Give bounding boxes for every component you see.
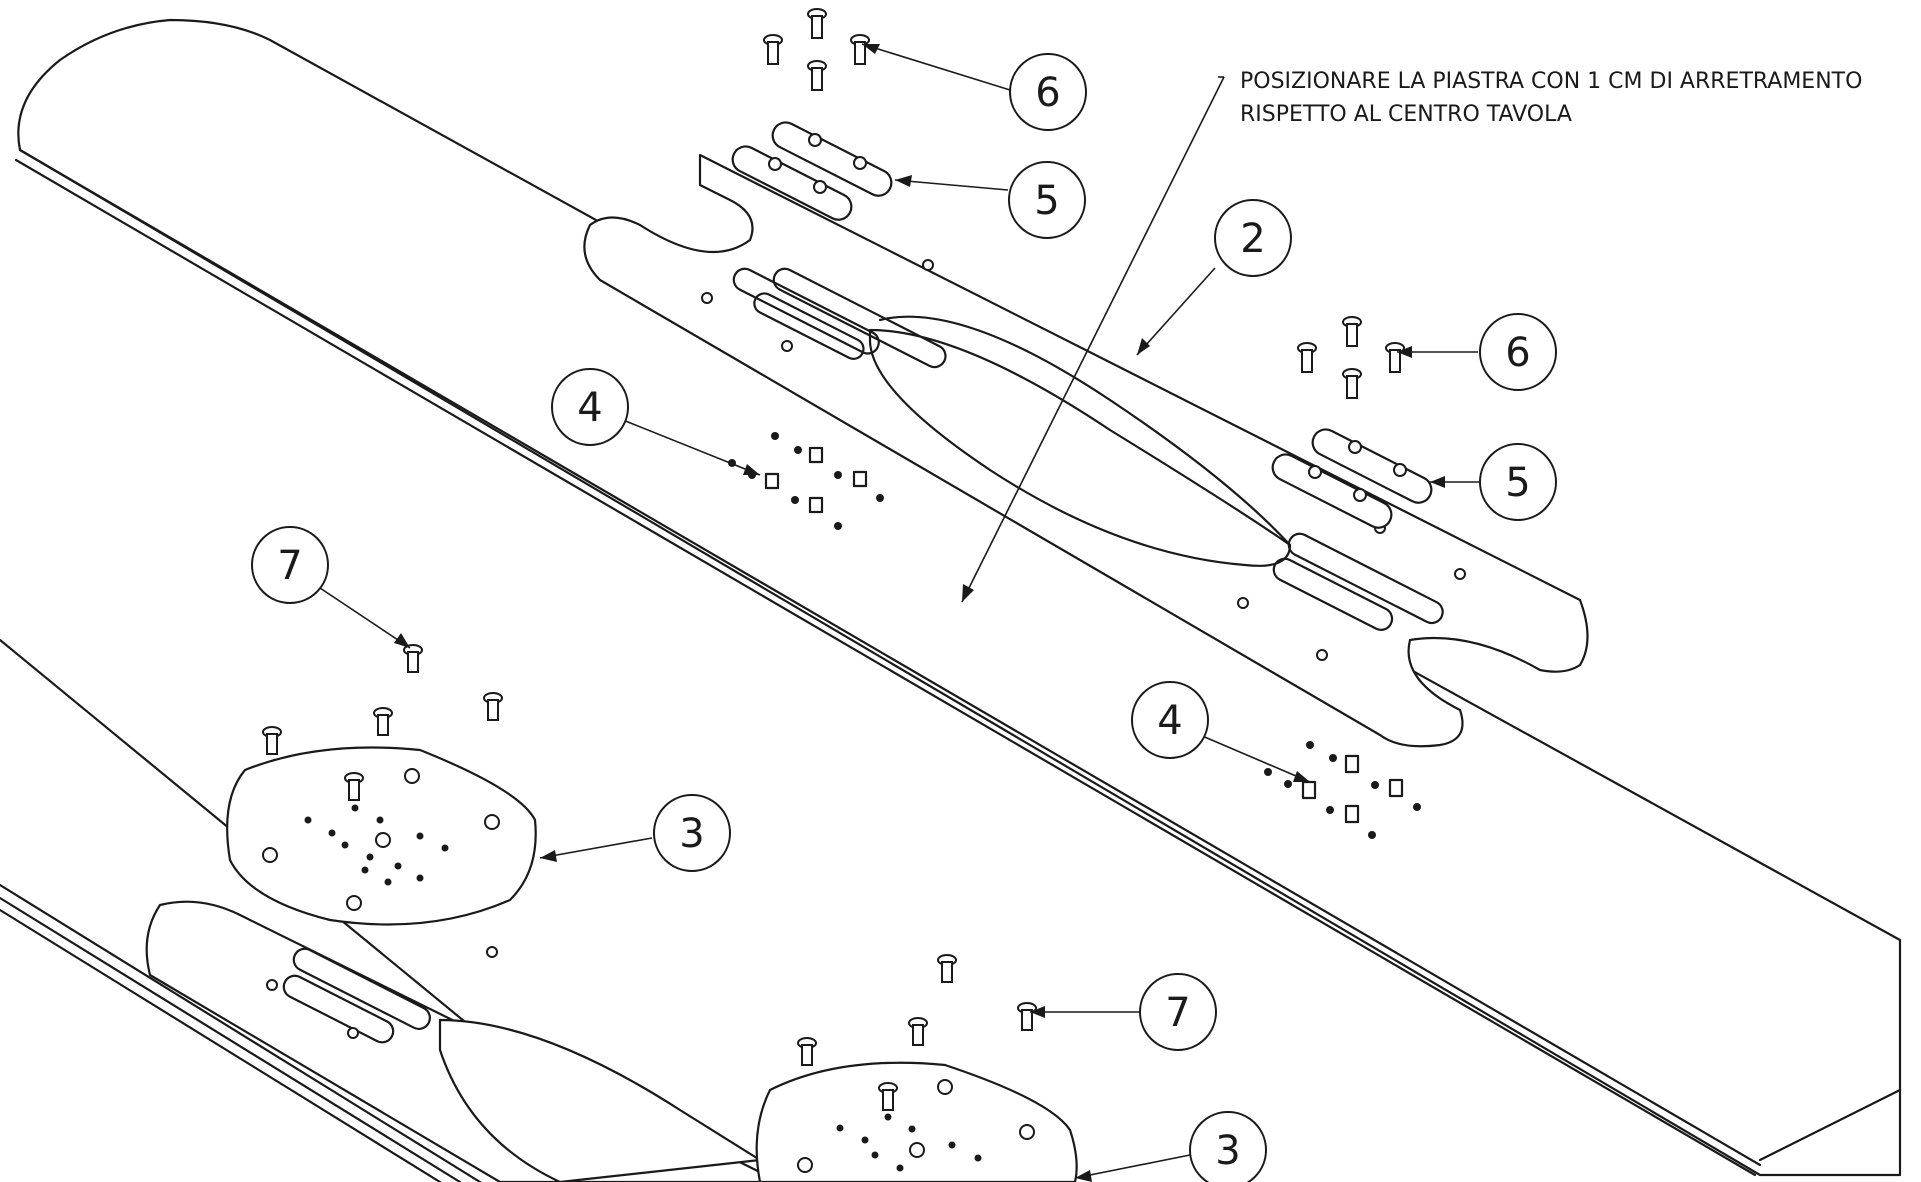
svg-text:5: 5 [1034,178,1059,224]
balloon-7-lower: 7 [1139,973,1217,1051]
balloon-6-upper: 6 [1009,53,1087,131]
svg-text:3: 3 [1215,1128,1240,1174]
svg-text:3: 3 [679,811,704,857]
note-line-1: POSIZIONARE LA PIASTRA CON 1 CM DI ARRET… [1240,69,1862,94]
svg-text:4: 4 [1157,698,1182,744]
strip-upper-b [731,145,853,221]
balloon-3-lower: 3 [1189,1111,1267,1182]
svg-text:4: 4 [577,385,602,431]
insert-group-left [728,432,884,530]
round-plate-lower [755,1061,1078,1182]
balloon-3-upper: 3 [653,794,731,872]
svg-text:6: 6 [1035,70,1060,116]
slot-right-a [1272,532,1444,631]
slot-left-a [732,267,947,369]
balloon-2: 2 [1214,199,1292,277]
strip-upper-a [771,121,893,197]
positioning-note: POSIZIONARE LA PIASTRA CON 1 CM DI ARRET… [1240,69,1862,127]
svg-text:5: 5 [1505,460,1530,506]
svg-text:7: 7 [1165,990,1190,1036]
svg-text:7: 7 [277,543,302,589]
lower-binding-plate [145,900,782,1182]
balloon-4-left: 4 [551,368,629,446]
strip-lower-a [1311,428,1433,504]
strip-lower-b [1271,453,1393,529]
note-line-2: RISPETTO AL CENTRO TAVOLA [1240,102,1572,127]
balloon-7-upper: 7 [251,526,329,604]
svg-text:2: 2 [1240,216,1265,262]
round-plate-upper [226,746,537,926]
screws [262,8,1405,1111]
upper-board [14,18,1902,1177]
balloon-6-lower: 6 [1479,313,1557,391]
balloon-5-upper: 5 [1008,161,1086,239]
binding-plate [583,153,1589,748]
balloon-5-lower: 5 [1479,443,1557,521]
leader-lines [319,43,1480,1182]
balloon-4-right: 4 [1131,681,1209,759]
svg-text:6: 6 [1505,330,1530,376]
